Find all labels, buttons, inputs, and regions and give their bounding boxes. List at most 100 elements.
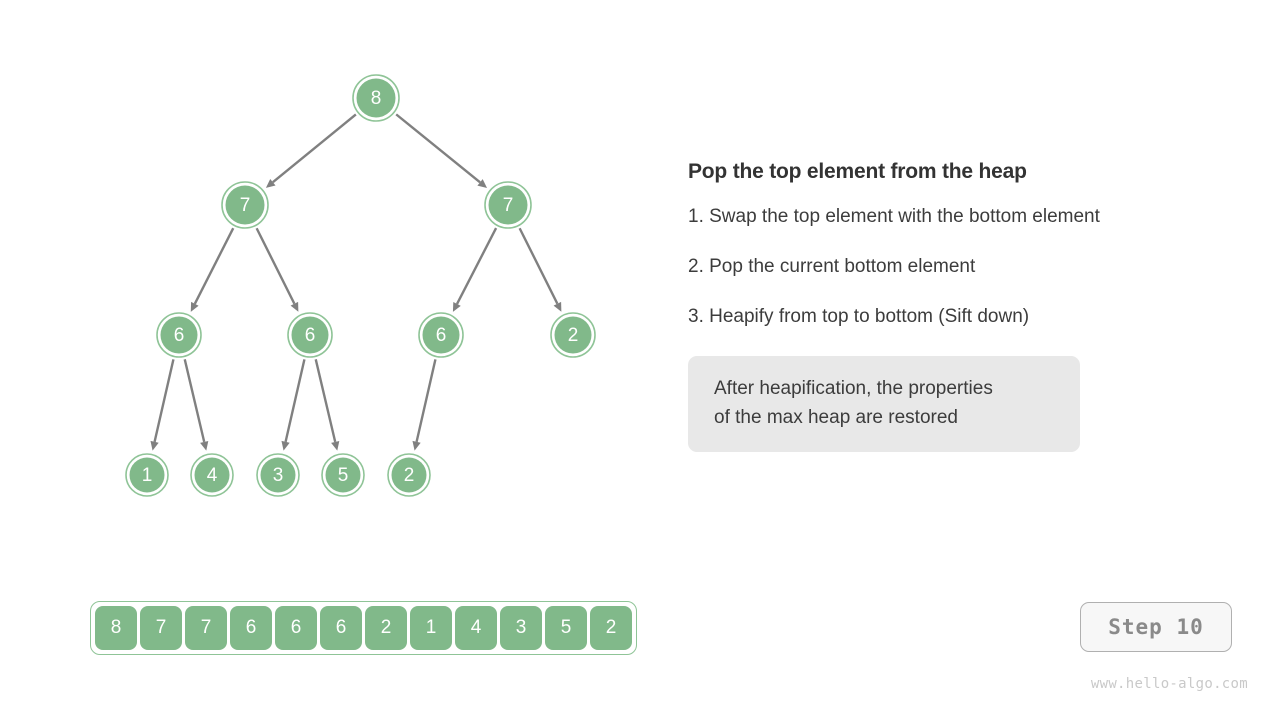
tree-edge-arrowhead [150, 440, 159, 451]
array-cell[interactable]: 6 [275, 606, 317, 650]
tree-edge [395, 113, 481, 184]
tree-node[interactable]: 6 [287, 312, 333, 358]
tree-edge-layer [150, 113, 562, 451]
instruction-step-3: 3. Heapify from top to bottom (Sift down… [688, 306, 1030, 327]
tree-node-label: 1 [142, 465, 153, 486]
array-cell[interactable]: 7 [185, 606, 227, 650]
tree-node-label: 3 [273, 465, 284, 486]
array-cell[interactable]: 2 [365, 606, 407, 650]
tree-node-disc [488, 185, 528, 225]
array-cell-value: 2 [380, 617, 392, 638]
array-cell-value: 7 [155, 617, 167, 638]
tree-edge [455, 227, 498, 305]
tree-edge [255, 227, 296, 305]
callout-text: After heapification, the properties of t… [714, 378, 993, 428]
tree-node-ring [352, 74, 400, 122]
tree-node-label: 7 [240, 195, 251, 216]
tree-edge [183, 359, 206, 443]
tree-node-disc [356, 78, 396, 118]
page-title: Pop the top element from the heap [688, 160, 1027, 183]
tree-node[interactable]: 2 [550, 312, 596, 358]
tree-node-ring [221, 181, 269, 229]
array-cell[interactable]: 5 [545, 606, 587, 650]
array-cell[interactable]: 6 [230, 606, 272, 650]
tree-node-ring [287, 312, 333, 358]
array-cell[interactable]: 6 [320, 606, 362, 650]
array-cell-value: 6 [245, 617, 257, 638]
tree-node-layer: 8 7 7 6 6 6 2 1 4 3 5 2 [125, 74, 596, 497]
tree-node-disc [422, 316, 460, 354]
array-cell[interactable]: 2 [590, 606, 632, 650]
array-cell[interactable]: 4 [455, 606, 497, 650]
tree-node-ring [550, 312, 596, 358]
tree-node[interactable]: 2 [387, 453, 431, 497]
array-cell[interactable]: 3 [500, 606, 542, 650]
array-cell-value: 1 [425, 617, 437, 638]
tree-node[interactable]: 6 [418, 312, 464, 358]
array-cell[interactable]: 8 [95, 606, 137, 650]
tree-node-label: 6 [436, 325, 447, 346]
tree-node[interactable]: 4 [190, 453, 234, 497]
callout-box: After heapification, the properties of t… [688, 356, 1080, 452]
tree-node-ring [387, 453, 431, 497]
tree-node-label: 6 [174, 325, 185, 346]
tree-edge-arrowhead [200, 440, 209, 451]
tree-node-label: 4 [207, 465, 218, 486]
tree-node[interactable]: 6 [156, 312, 202, 358]
array-cell-value: 4 [470, 617, 482, 638]
step-counter-label: Step 10 [1108, 615, 1204, 639]
tree-node-ring [125, 453, 169, 497]
array-cell-value: 2 [605, 617, 617, 638]
tree-node-disc [160, 316, 198, 354]
tree-edge-arrowhead [190, 301, 199, 312]
footer-url: www.hello-algo.com [1090, 676, 1248, 692]
tree-node-disc [391, 457, 427, 493]
array-cell-value: 6 [290, 617, 302, 638]
tree-edge [272, 113, 357, 184]
tree-node-label: 6 [305, 325, 316, 346]
tree-edge-arrowhead [281, 440, 290, 451]
tree-node-disc [325, 457, 361, 493]
tree-edge-arrowhead [265, 178, 276, 188]
tree-edge-arrowhead [553, 301, 562, 312]
tree-node[interactable]: 3 [256, 453, 300, 497]
tree-node[interactable]: 1 [125, 453, 169, 497]
array-cell-value: 6 [335, 617, 347, 638]
tree-edge-arrowhead [412, 440, 421, 451]
tree-node-ring [256, 453, 300, 497]
tree-node-label: 5 [338, 465, 349, 486]
tree-edge-arrowhead [331, 440, 340, 451]
tree-node-ring [484, 181, 532, 229]
tree-node-disc [194, 457, 230, 493]
tree-edge [284, 359, 306, 443]
instruction-step-1: 1. Swap the top element with the bottom … [688, 206, 1100, 227]
tree-edge [415, 359, 437, 443]
array-cell-value: 8 [110, 617, 122, 638]
tree-node-disc [291, 316, 329, 354]
tree-edge-arrowhead [452, 301, 461, 312]
tree-node[interactable]: 7 [484, 181, 532, 229]
tree-node-label: 8 [371, 88, 382, 109]
tree-node-disc [129, 457, 165, 493]
tree-node-disc [260, 457, 296, 493]
tree-node[interactable]: 7 [221, 181, 269, 229]
tree-node-ring [418, 312, 464, 358]
tree-node[interactable]: 5 [321, 453, 365, 497]
array-cell[interactable]: 1 [410, 606, 452, 650]
tree-node-label: 2 [404, 465, 415, 486]
array-cell[interactable]: 7 [140, 606, 182, 650]
tree-node-ring [190, 453, 234, 497]
tree-node-disc [225, 185, 265, 225]
instruction-step-2: 2. Pop the current bottom element [688, 256, 976, 277]
tree-edge [193, 227, 235, 305]
info-panel: Pop the top element from the heap 1. Swa… [688, 160, 1248, 452]
tree-edge [314, 359, 337, 443]
array-cell-value: 7 [200, 617, 212, 638]
tree-edge [153, 359, 175, 443]
binary-heap-tree: 8 7 7 6 6 6 2 1 4 3 5 2 [125, 74, 596, 497]
tree-edge [518, 227, 559, 305]
tree-node-disc [554, 316, 592, 354]
tree-node[interactable]: 8 [352, 74, 400, 122]
array-cell-value: 5 [560, 617, 572, 638]
